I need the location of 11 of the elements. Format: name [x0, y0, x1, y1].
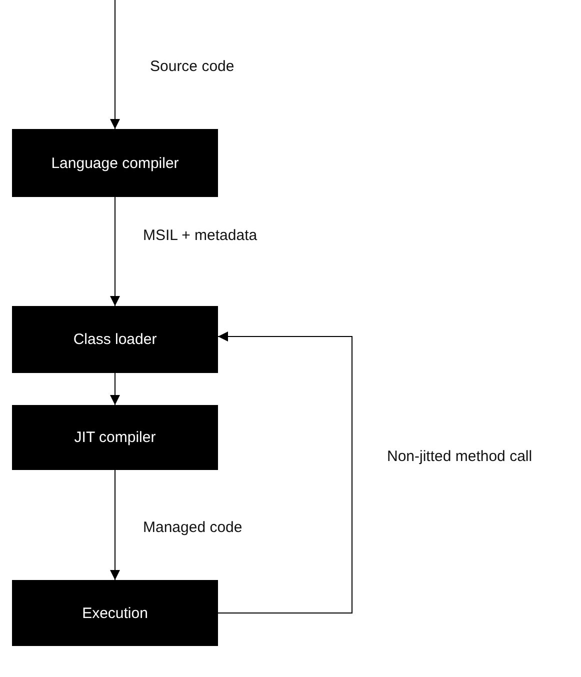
process-box: JIT compiler: [12, 405, 218, 470]
process-box: Class loader: [12, 306, 218, 373]
edge-label: Managed code: [141, 518, 244, 537]
arrow: [110, 0, 120, 130]
edge-label: Non-jitted method call: [385, 447, 534, 466]
arrow: [110, 196, 120, 306]
arrow: [110, 372, 120, 406]
process-box: Execution: [12, 580, 218, 646]
arrow: [110, 470, 120, 580]
process-box: Language compiler: [12, 129, 218, 197]
arrow: [218, 332, 352, 614]
